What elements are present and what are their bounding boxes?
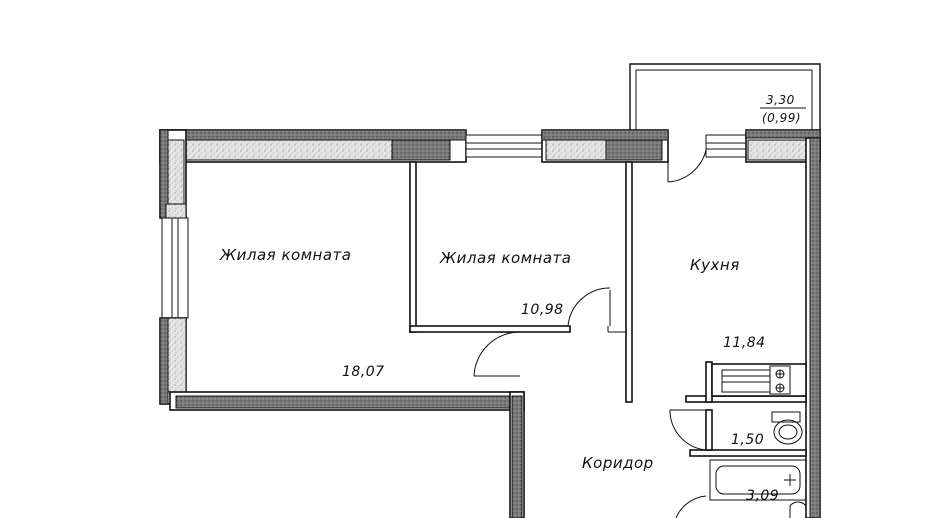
balcony-area-reduced: (0,99): [762, 111, 801, 125]
stove-icon: [711, 363, 807, 397]
room-label: Жилая комната: [219, 246, 351, 264]
room-label: Жилая комната: [439, 249, 571, 267]
bathtub-icon: [709, 459, 807, 501]
room-label: Коридор: [582, 454, 654, 472]
room-area: 11,84: [723, 335, 766, 351]
interior-walls: [409, 161, 807, 457]
room-area: 10,98: [521, 302, 564, 318]
balcony-area: 3,30: [766, 93, 795, 107]
toilet-icon: [771, 411, 803, 445]
balcony: [629, 63, 821, 130]
doors: [473, 140, 707, 518]
room-label: Кухня: [690, 256, 740, 274]
room-area: 3,09: [746, 488, 779, 504]
room-area: 1,50: [731, 432, 764, 448]
room-area: 18,07: [342, 364, 385, 380]
sink-icon: [789, 501, 807, 518]
exterior-walls: [159, 129, 821, 518]
